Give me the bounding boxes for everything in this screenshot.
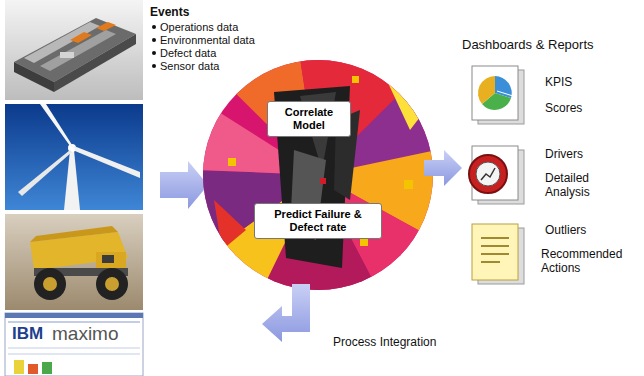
model-circle xyxy=(200,58,436,294)
flow-arrow xyxy=(262,284,310,342)
battery-photo xyxy=(5,0,143,100)
model-box: Predict Failure & Defect rate xyxy=(254,203,382,239)
bullet-dot xyxy=(152,25,156,29)
logo-text: maximo xyxy=(52,323,119,345)
bullet-dot xyxy=(152,51,156,55)
event-item: Environmental data xyxy=(160,34,255,47)
output-label: Drivers xyxy=(545,148,583,162)
output-label: Scores xyxy=(545,102,582,116)
output-label: Recommended Actions xyxy=(541,248,640,276)
flow-arrow xyxy=(424,150,462,186)
maximo-screenshot xyxy=(5,313,143,376)
mining-truck-photo xyxy=(5,214,143,310)
event-item: Operations data xyxy=(160,21,238,34)
section-heading: Events xyxy=(150,6,189,20)
bullet-dot xyxy=(152,64,156,68)
output-label: Detailed Analysis xyxy=(545,172,625,200)
arrow-label: Process Integration xyxy=(333,336,436,350)
output-label: Outliers xyxy=(545,224,586,238)
wind-turbine-photo xyxy=(5,104,143,210)
section-heading: Dashboards & Reports xyxy=(462,38,594,53)
event-item: Defect data xyxy=(160,47,216,60)
actions-icon xyxy=(472,224,524,284)
kpi-icon xyxy=(472,66,524,124)
box-text: Predict Failure & Defect rate xyxy=(261,208,375,234)
flow-arrow xyxy=(160,161,208,209)
event-item: Sensor data xyxy=(160,60,219,73)
analysis-icon xyxy=(469,146,524,204)
model-box: Correlate Model xyxy=(267,101,351,137)
output-label: KPIS xyxy=(545,76,572,90)
bullet-dot xyxy=(152,38,156,42)
logo-text: IBM xyxy=(12,324,43,344)
box-text: Correlate Model xyxy=(274,106,344,132)
